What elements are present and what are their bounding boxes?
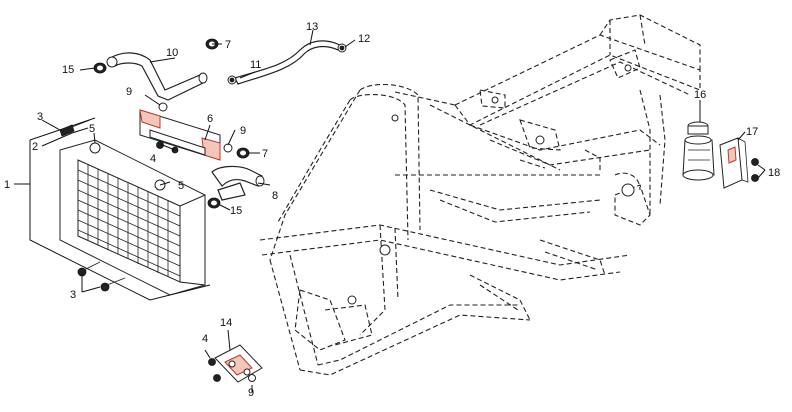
callout-14: 14	[220, 317, 232, 329]
hose-10	[106, 52, 208, 101]
callout-11: 11	[250, 59, 261, 71]
callout-17: 17	[746, 126, 758, 138]
callout-8: 8	[272, 190, 278, 202]
callout-4-plate: 4	[202, 333, 208, 345]
callout-6: 6	[207, 113, 213, 125]
hose-8	[211, 165, 265, 201]
callout-2: 2	[32, 141, 38, 153]
callout-7-right: 7	[262, 148, 268, 160]
washer-9-bottom	[248, 374, 256, 382]
bolt-4-plate	[208, 358, 216, 366]
clamp-7-right	[236, 147, 250, 159]
callout-9-top: 9	[126, 86, 132, 98]
callout-5-lower: 5	[178, 180, 184, 192]
leader-lines	[14, 29, 766, 392]
callout-16: 16	[694, 89, 706, 101]
reservoir-tank	[682, 121, 715, 181]
callout-3-bottom: 3	[70, 289, 76, 301]
callout-3-top: 3	[37, 111, 43, 123]
callout-10: 10	[166, 47, 178, 59]
callout-13: 13	[306, 21, 318, 33]
clamp-15-top	[93, 62, 107, 74]
bolt-3-top	[59, 119, 91, 137]
radiator	[59, 139, 206, 296]
bolt-3-bottom-b	[100, 277, 126, 292]
callout-9-right: 9	[240, 125, 246, 137]
bolt-18-b	[751, 174, 759, 182]
callout-18: 18	[768, 167, 780, 179]
callout-15-top: 15	[62, 64, 74, 76]
callout-9-bottom: 9	[248, 387, 254, 399]
atv-frame	[259, 14, 701, 376]
tank-bracket	[719, 137, 749, 189]
callout-1: 1	[4, 179, 10, 191]
callout-5-top: 5	[89, 123, 95, 135]
washer-9-top	[158, 102, 168, 112]
bolt-18-a	[751, 158, 759, 166]
clamp-12	[337, 43, 347, 53]
callout-15-lower: 15	[230, 205, 242, 217]
callout-12: 12	[358, 33, 370, 45]
radiator-group-bracket	[29, 140, 211, 301]
callout-7-top: 7	[225, 39, 231, 51]
washer-9-right	[223, 143, 233, 153]
radiator-bracket	[139, 109, 221, 161]
mounting-plate	[214, 344, 263, 383]
callout-4-bracket: 4	[150, 153, 156, 165]
bolt-plate-lower	[213, 374, 221, 382]
clamp-11	[227, 75, 237, 85]
clamp-15-lower	[207, 197, 221, 209]
